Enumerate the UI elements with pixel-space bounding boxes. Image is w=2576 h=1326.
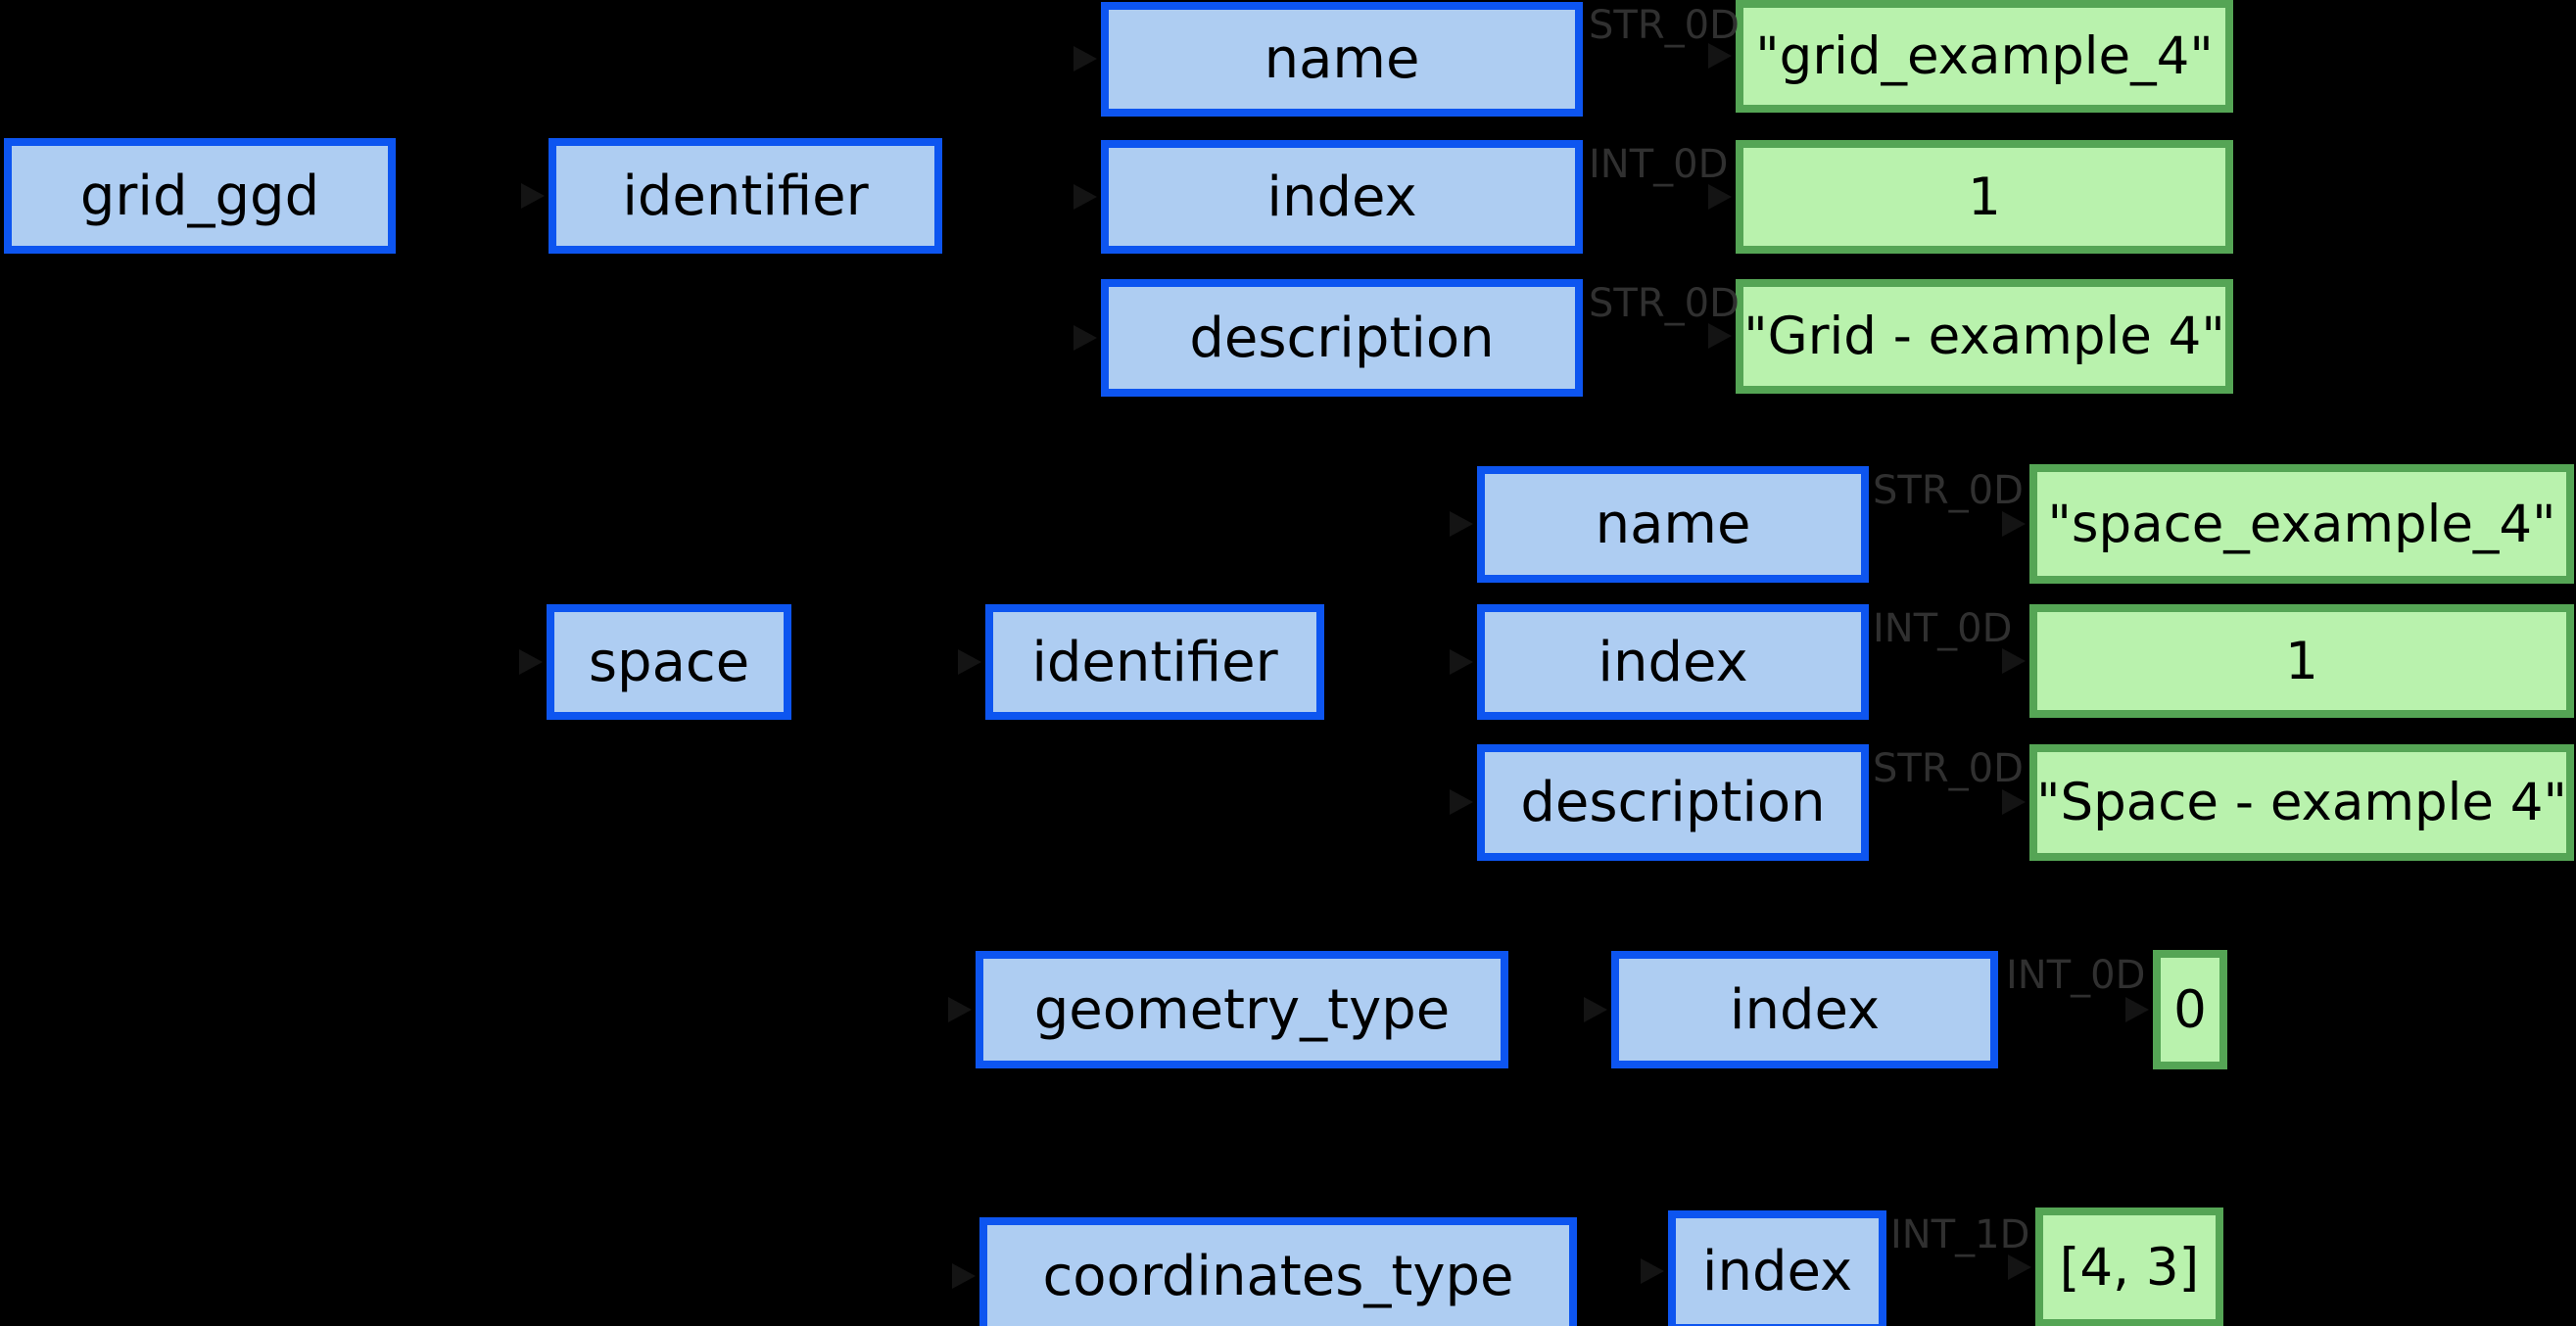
node-geometry-index: index xyxy=(1611,951,1998,1068)
arrowhead-icon xyxy=(1073,184,1097,210)
arrowhead-icon xyxy=(1708,184,1732,210)
edge-label-str0d: STR_0D xyxy=(1873,468,2024,513)
edge-label-str0d: STR_0D xyxy=(1589,3,1740,48)
arrowhead-icon xyxy=(2002,789,2026,815)
arrowhead-icon xyxy=(952,1263,976,1289)
node-space-index: index xyxy=(1477,604,1869,720)
arrowhead-icon xyxy=(519,649,543,675)
value-coordinates-index: [4, 3] xyxy=(2035,1208,2223,1326)
node-grid-name: name xyxy=(1101,2,1583,117)
arrowhead-icon xyxy=(1450,789,1473,815)
value-space-name: "space_example_4" xyxy=(2029,464,2574,584)
arrowhead-icon xyxy=(1450,511,1473,537)
edge-label-int1d: INT_1D xyxy=(1890,1212,2030,1257)
value-grid-index: 1 xyxy=(1736,140,2233,254)
node-grid-ggd: grid_ggd xyxy=(4,138,396,254)
arrowhead-icon xyxy=(2002,511,2026,537)
arrowhead-icon xyxy=(521,183,545,209)
edge-label-str0d: STR_0D xyxy=(1589,281,1740,326)
node-space-name: name xyxy=(1477,466,1869,583)
value-grid-description: "Grid - example 4" xyxy=(1736,279,2233,394)
arrowhead-icon xyxy=(958,649,981,675)
node-space-description: description xyxy=(1477,744,1869,861)
node-grid-index: index xyxy=(1101,140,1583,254)
arrowhead-icon xyxy=(2125,997,2149,1022)
arrowhead-icon xyxy=(2002,648,2026,674)
node-coordinates-index: index xyxy=(1668,1210,1886,1326)
edge-label-int0d: INT_0D xyxy=(1589,142,1729,187)
arrowhead-icon xyxy=(1708,323,1732,349)
edge-label-int0d: INT_0D xyxy=(2006,953,2146,998)
arrowhead-icon xyxy=(948,997,972,1022)
arrowhead-icon xyxy=(1450,649,1473,675)
arrowhead-icon xyxy=(1073,46,1097,71)
value-space-index: 1 xyxy=(2029,604,2574,718)
arrowhead-icon xyxy=(2008,1255,2031,1280)
arrowhead-icon xyxy=(1641,1258,1664,1284)
value-geometry-index: 0 xyxy=(2153,950,2227,1069)
node-grid-identifier: identifier xyxy=(549,138,942,254)
node-coordinates-type: coordinates_type xyxy=(979,1217,1577,1326)
node-geometry-type: geometry_type xyxy=(976,951,1508,1068)
arrowhead-icon xyxy=(1708,43,1732,69)
value-grid-name: "grid_example_4" xyxy=(1736,0,2233,113)
edge-label-str0d: STR_0D xyxy=(1873,746,2024,791)
arrowhead-icon xyxy=(1073,325,1097,351)
node-grid-description: description xyxy=(1101,279,1583,397)
node-space-identifier: identifier xyxy=(985,604,1324,720)
value-space-description: "Space - example 4" xyxy=(2029,744,2574,861)
edge-label-int0d: INT_0D xyxy=(1873,606,2013,651)
arrowhead-icon xyxy=(1584,997,1607,1022)
node-space: space xyxy=(547,604,791,720)
